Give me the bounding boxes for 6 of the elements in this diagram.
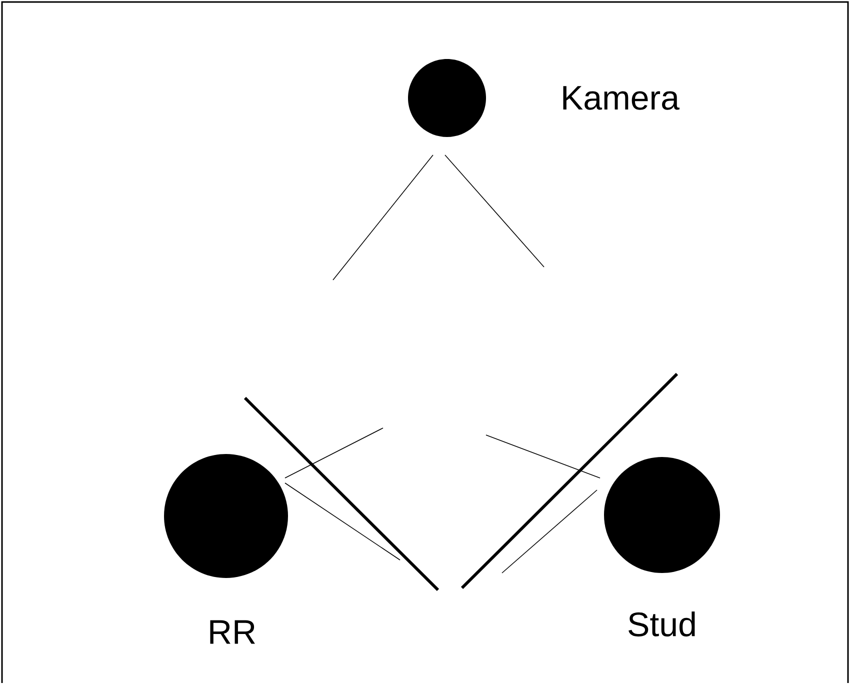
circle-label: Stud bbox=[628, 612, 695, 636]
filled-circle bbox=[604, 457, 720, 573]
circle-label: RR bbox=[210, 620, 255, 644]
filled-circle bbox=[164, 454, 288, 578]
filled-circle bbox=[408, 59, 486, 137]
circle-label: Kamera bbox=[563, 86, 680, 110]
